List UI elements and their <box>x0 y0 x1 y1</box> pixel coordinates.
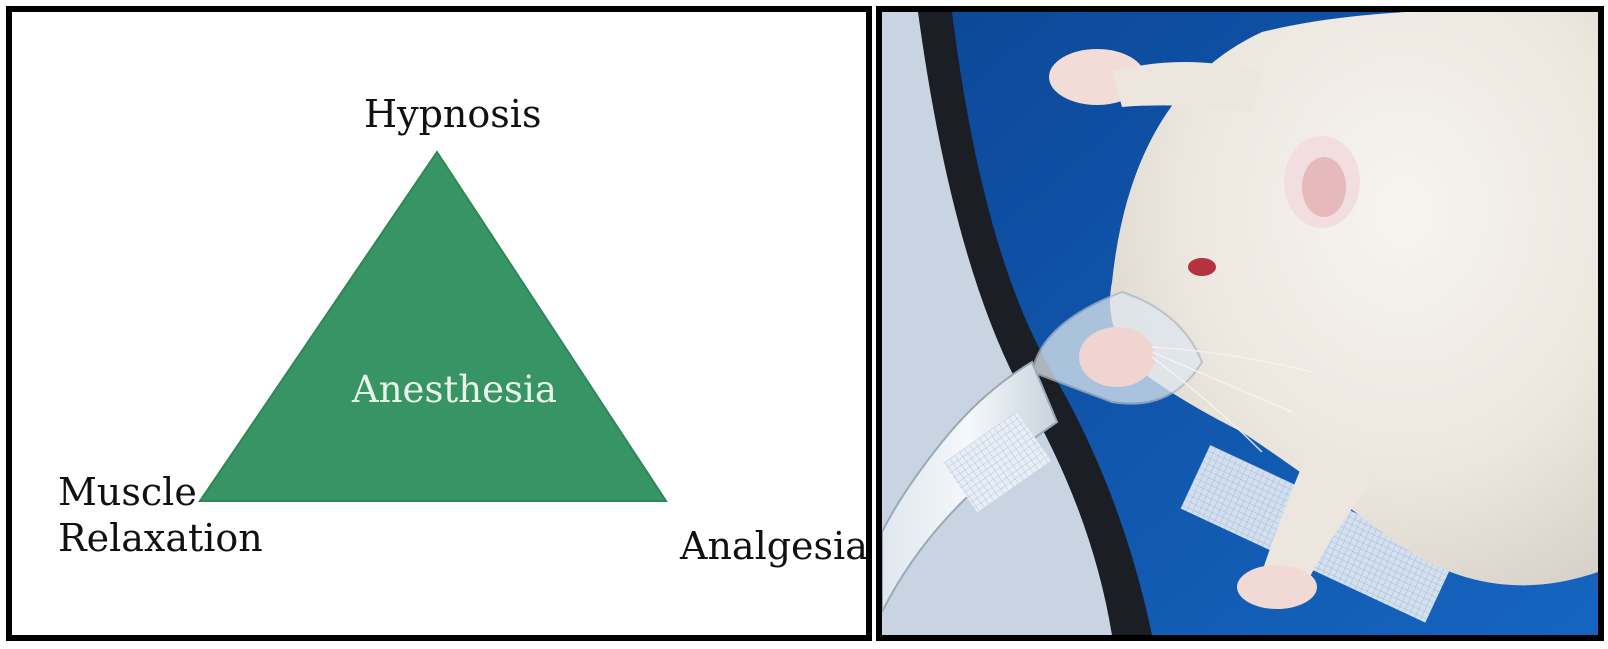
rat-forearm-top <box>1112 62 1262 112</box>
center-label-anesthesia: Anesthesia <box>352 368 557 412</box>
rat-under-anesthesia-mask-icon <box>882 12 1598 635</box>
vertex-label-hypnosis: Hypnosis <box>364 92 541 138</box>
rat-paw-bottom <box>1237 565 1317 609</box>
rat-eye <box>1188 258 1216 276</box>
rat-ear-inner <box>1302 157 1346 217</box>
rat-photo-panel <box>876 6 1604 641</box>
vertex-label-relaxation: Relaxation <box>58 516 288 562</box>
anesthesia-triad-panel: Hypnosis Muscle Relaxation Analgesia Ane… <box>6 6 872 641</box>
vertex-label-muscle: Muscle <box>58 470 288 516</box>
vertex-label-analgesia: Analgesia <box>680 524 868 570</box>
vertex-label-muscle-relaxation: Muscle Relaxation <box>58 470 288 561</box>
rat-snout <box>1079 327 1155 387</box>
triad-triangle <box>200 152 666 501</box>
